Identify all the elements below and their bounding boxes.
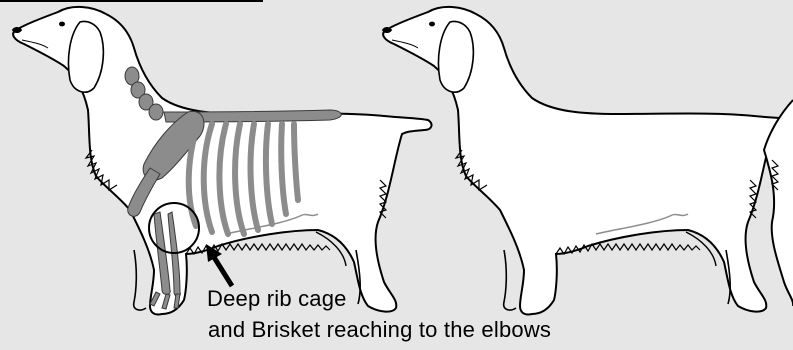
annotation-line-1: Deep rib cage	[207, 287, 347, 311]
dog-outline-plain	[382, 7, 793, 315]
annotation-line-2: and Brisket reaching to the elbows	[208, 318, 551, 342]
dog-with-skeleton	[12, 7, 431, 315]
